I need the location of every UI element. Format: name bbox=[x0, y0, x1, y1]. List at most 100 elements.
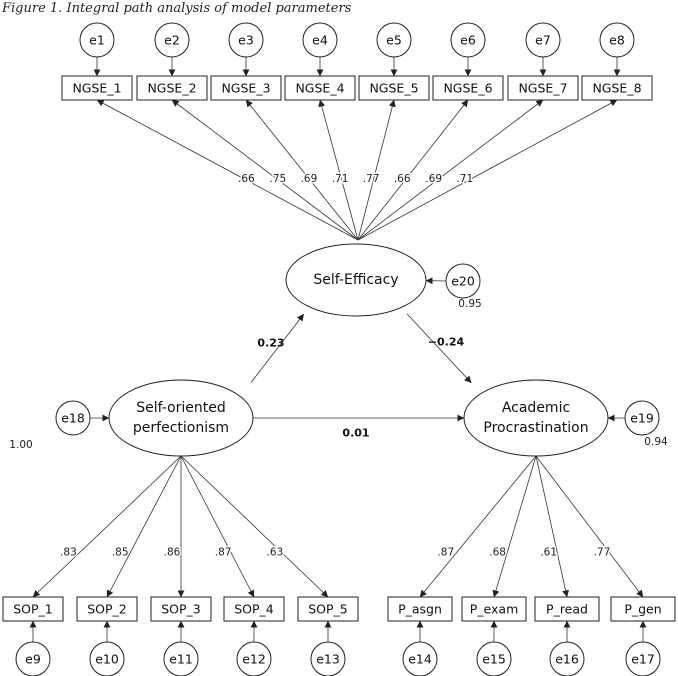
latent-self-efficacy bbox=[285, 243, 427, 317]
indicator-label: NGSE_6 bbox=[443, 81, 492, 96]
indicator-label: SOP_4 bbox=[234, 602, 274, 617]
indicator-box bbox=[461, 596, 527, 622]
indicator-box bbox=[76, 596, 138, 622]
latent-label: perfectionism bbox=[133, 420, 229, 436]
indicator-box bbox=[2, 596, 64, 622]
error-label: e15 bbox=[482, 652, 506, 667]
indicator-label: P_gen bbox=[624, 602, 661, 617]
error-label: e6 bbox=[460, 33, 476, 48]
loading-label: .71 bbox=[456, 173, 473, 185]
indicator-box bbox=[150, 596, 212, 622]
disturbance-variance: 0.95 bbox=[458, 298, 481, 310]
error-circle bbox=[15, 641, 51, 676]
indicator-label: NGSE_3 bbox=[221, 81, 270, 96]
error-label: e5 bbox=[386, 33, 402, 48]
indicator-box bbox=[223, 596, 285, 622]
error-circle bbox=[310, 641, 346, 676]
indicator-box bbox=[284, 75, 356, 101]
error-label: e11 bbox=[169, 652, 193, 667]
indicator-box bbox=[358, 75, 430, 101]
error-label: e13 bbox=[316, 652, 340, 667]
error-label: e16 bbox=[555, 652, 579, 667]
path-perf-to-se bbox=[250, 313, 305, 383]
error-label: e7 bbox=[535, 33, 551, 48]
error-circle bbox=[525, 22, 561, 58]
error-circle bbox=[163, 641, 199, 676]
loading-arrow bbox=[357, 99, 544, 241]
error-circle bbox=[402, 641, 438, 676]
loading-label: .83 bbox=[60, 547, 77, 559]
indicator-box bbox=[534, 596, 600, 622]
indicator-label: SOP_5 bbox=[308, 602, 348, 617]
indicator-box bbox=[210, 75, 282, 101]
error-label: e17 bbox=[631, 652, 655, 667]
indicator-box bbox=[581, 75, 653, 101]
loading-arrow bbox=[357, 99, 618, 241]
error-circle bbox=[625, 641, 661, 676]
indicator-box bbox=[136, 75, 208, 101]
latent-perfectionism bbox=[108, 379, 254, 457]
loading-label: .86 bbox=[164, 547, 181, 559]
loading-arrow bbox=[106, 455, 182, 598]
loading-label: .66 bbox=[238, 173, 255, 185]
disturbance-circle bbox=[445, 263, 481, 299]
error-circle bbox=[89, 641, 125, 676]
error-label: e4 bbox=[312, 33, 328, 48]
indicator-box bbox=[507, 75, 579, 101]
disturbance-circle bbox=[55, 400, 91, 436]
loading-arrow bbox=[492, 455, 537, 598]
error-label: e12 bbox=[242, 652, 266, 667]
indicator-box bbox=[610, 596, 676, 622]
loading-arrow bbox=[180, 455, 329, 598]
error-circle bbox=[302, 22, 338, 58]
latent-label: Procrastination bbox=[483, 420, 588, 436]
loading-label: .87 bbox=[215, 547, 232, 559]
error-label: e1 bbox=[89, 33, 105, 48]
loading-label: .68 bbox=[489, 547, 506, 559]
disturbance-variance: 1.00 bbox=[9, 439, 32, 451]
disturbance-label: e19 bbox=[630, 411, 654, 426]
loading-label: .61 bbox=[540, 547, 557, 559]
indicator-label: SOP_1 bbox=[13, 602, 53, 617]
latent-label: Academic bbox=[502, 400, 570, 416]
path-coefficient: −0.24 bbox=[428, 336, 465, 349]
loading-arrow bbox=[357, 99, 469, 241]
error-label: e14 bbox=[408, 652, 432, 667]
loading-label: .66 bbox=[394, 173, 411, 185]
loading-label: .77 bbox=[363, 173, 380, 185]
disturbance-label: e18 bbox=[61, 411, 85, 426]
disturbance-label: e20 bbox=[451, 274, 475, 289]
error-circle bbox=[154, 22, 190, 58]
latent-label: Self-oriented bbox=[136, 400, 226, 416]
error-label: e9 bbox=[25, 652, 41, 667]
error-label: e8 bbox=[609, 33, 625, 48]
latent-label: Self-Efficacy bbox=[313, 272, 398, 288]
path-se-to-proc bbox=[406, 313, 472, 383]
error-circle bbox=[450, 22, 486, 58]
indicator-box bbox=[432, 75, 504, 101]
loading-label: .69 bbox=[301, 173, 318, 185]
indicator-label: P_asgn bbox=[398, 602, 442, 617]
indicator-label: SOP_2 bbox=[87, 602, 127, 617]
loading-label: .71 bbox=[332, 173, 349, 185]
loading-label: .87 bbox=[437, 547, 454, 559]
error-circle bbox=[79, 22, 115, 58]
loading-arrow bbox=[419, 455, 537, 598]
indicator-label: NGSE_8 bbox=[592, 81, 641, 96]
loading-label: .77 bbox=[594, 547, 611, 559]
indicator-label: NGSE_2 bbox=[147, 81, 196, 96]
error-label: e2 bbox=[164, 33, 180, 48]
indicator-label: NGSE_7 bbox=[518, 81, 567, 96]
loading-arrow bbox=[96, 99, 359, 241]
loading-arrow bbox=[245, 99, 359, 241]
error-label: e3 bbox=[238, 33, 254, 48]
loading-arrow bbox=[535, 455, 644, 598]
loading-label: .69 bbox=[425, 173, 442, 185]
loading-arrow bbox=[180, 455, 255, 598]
indicator-label: P_read bbox=[546, 602, 588, 617]
error-circle bbox=[476, 641, 512, 676]
loading-label: .75 bbox=[270, 173, 287, 185]
indicator-box bbox=[387, 596, 453, 622]
path-coefficient: 0.01 bbox=[342, 427, 369, 440]
